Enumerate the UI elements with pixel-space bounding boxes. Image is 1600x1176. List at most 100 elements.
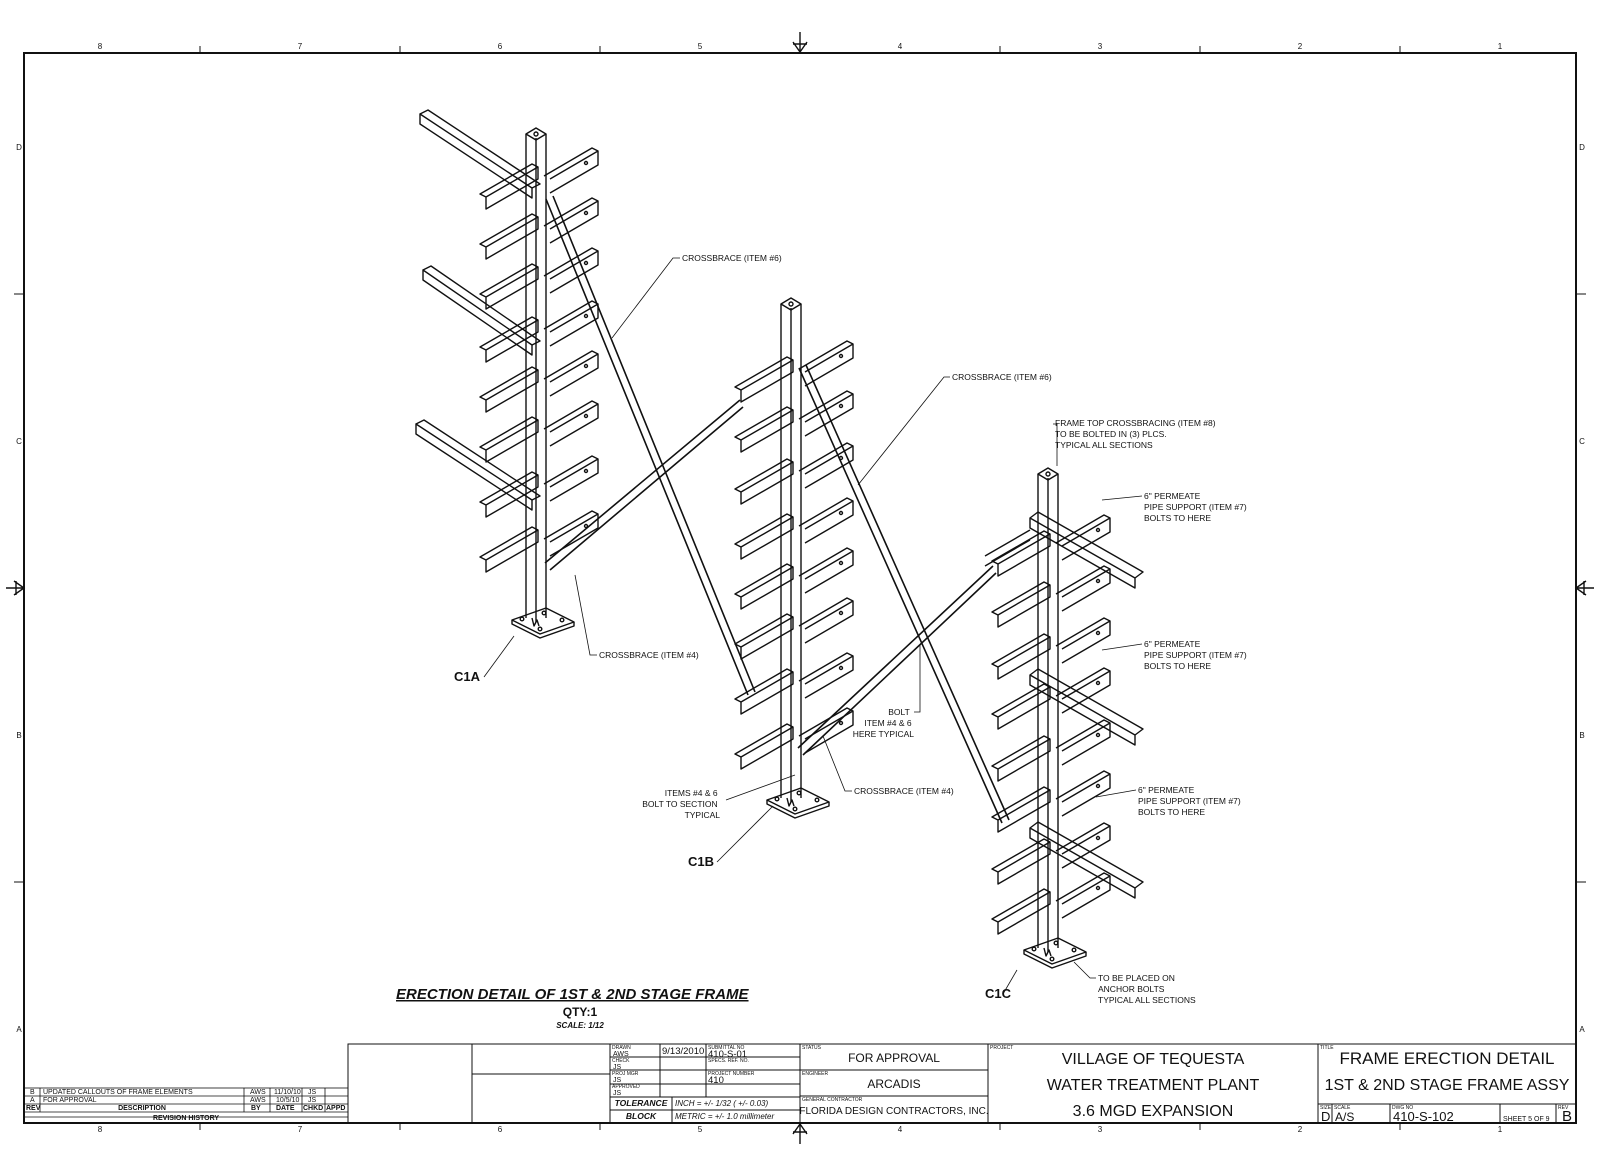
column-cap	[1037, 467, 1059, 481]
grid-column-label: 7	[298, 1125, 303, 1134]
rev-header-desc: DESCRIPTION	[118, 1105, 166, 1112]
rung-back	[1055, 565, 1111, 612]
tb-drawn-label: DRAWN	[612, 1045, 631, 1051]
tb-status: FOR APPROVAL	[848, 1051, 940, 1065]
rev-row-a-desc: FOR APPROVAL	[43, 1097, 97, 1104]
tb-title-line-1: FRAME ERECTION DETAIL	[1339, 1049, 1554, 1068]
callout-pipe-support-1: 6" PERMEATE PIPE SUPPORT (ITEM #7) BOLTS…	[1144, 491, 1249, 523]
grid-row-label: A	[16, 1025, 22, 1034]
tb-projnum: 410	[708, 1075, 724, 1086]
tb-engineer-label: ENGINEER	[802, 1071, 829, 1077]
callout-pipe-support-3: 6" PERMEATE PIPE SUPPORT (ITEM #7) BOLTS…	[1138, 785, 1243, 817]
tb-specs-label: SPECS. REF. NO.	[708, 1058, 749, 1064]
grid-column-label: 3	[1098, 1125, 1103, 1134]
rung-front	[734, 723, 794, 770]
rung-bolt-hole	[838, 403, 844, 409]
rung-front	[991, 786, 1051, 833]
rung-front	[734, 458, 794, 505]
rung-front	[991, 683, 1051, 730]
tb-approved: JS	[613, 1090, 622, 1097]
anchor-bolt-hole	[519, 616, 525, 622]
frame-structure	[415, 109, 1144, 969]
grid-marks	[14, 46, 1586, 1130]
column-c1b	[734, 297, 854, 819]
tb-submittal-label: SUBMITTAL NO	[708, 1045, 745, 1051]
tb-project-line-1: VILLAGE OF TEQUESTA	[1062, 1051, 1245, 1068]
rung-bolt-hole	[838, 610, 844, 616]
rung-front	[991, 530, 1051, 577]
callout-anchor: TO BE PLACED ON ANCHOR BOLTS TYPICAL ALL…	[1098, 973, 1196, 1005]
column-c1c	[991, 467, 1111, 969]
column-cap-hole	[788, 301, 794, 307]
rung-bolt-hole	[838, 720, 844, 726]
rev-header-date: DATE	[276, 1105, 295, 1112]
column-cap	[780, 297, 802, 311]
drawing-qty: QTY:1	[563, 1005, 598, 1019]
rung-front	[479, 316, 539, 363]
anchor-bolt-hole	[1049, 956, 1055, 962]
tb-rev-label: REV	[1558, 1105, 1569, 1111]
rung-bolt-hole	[583, 468, 589, 474]
tb-status-label: STATUS	[802, 1045, 822, 1051]
tb-projmgr-label: PROJ MGR	[612, 1071, 639, 1077]
rev-row-b-desc: UPDATED CALLOUTS OF FRAME ELEMENTS	[43, 1089, 193, 1096]
rung-front	[479, 263, 539, 310]
rung-bolt-hole	[1095, 578, 1101, 584]
rev-row-b-by: AWS	[250, 1089, 266, 1096]
rev-row-a-date: 10/5/10	[276, 1097, 299, 1104]
grid-column-label: 8	[98, 1125, 103, 1134]
anchor-bolt-hole	[537, 626, 543, 632]
callout-crossbrace-6-b: CROSSBRACE (ITEM #6)	[952, 372, 1052, 382]
rung-bolt-hole	[1095, 885, 1101, 891]
rung-bolt-hole	[838, 665, 844, 671]
grid-column-label: 5	[698, 1125, 703, 1134]
tb-project-line-2: WATER TREATMENT PLANT	[1047, 1077, 1260, 1094]
column-weld	[786, 797, 795, 807]
column-cap-hole	[533, 131, 539, 137]
rung-back	[543, 197, 599, 244]
anchor-bolt-hole	[796, 790, 802, 796]
rung-front	[734, 563, 794, 610]
rev-row-b-chkd: JS	[308, 1089, 317, 1096]
grid-column-label: 2	[1298, 42, 1303, 51]
grid-column-label: 3	[1098, 42, 1103, 51]
grid-row-label: B	[16, 731, 21, 740]
rung-bolt-hole	[1095, 732, 1101, 738]
rev-row-a-by: AWS	[250, 1097, 266, 1104]
anchor-bolt-hole	[1031, 946, 1037, 952]
column-weld	[1043, 947, 1052, 957]
crossbrace-item-4	[544, 399, 997, 756]
rung-front	[479, 163, 539, 210]
grid-column-label: 4	[898, 42, 903, 51]
column-shaft	[780, 304, 802, 802]
callout-crossbrace-4-b: CROSSBRACE (ITEM #4)	[854, 786, 954, 796]
rev-header-appd: APPD	[326, 1105, 345, 1112]
rung-back	[1055, 667, 1111, 714]
column-weld	[531, 617, 540, 627]
grid-row-label: C	[16, 437, 22, 446]
rung-back	[798, 652, 854, 699]
grid-column-label: 6	[498, 42, 503, 51]
callout-crossbrace-4-a: CROSSBRACE (ITEM #4)	[599, 650, 699, 660]
tb-date: 9/13/2010	[662, 1046, 704, 1057]
tb-scale-label: SCALE	[1334, 1105, 1351, 1111]
column-tag-c1b: C1B	[688, 854, 714, 869]
tb-tolerance-inch: INCH = +/- 1/32 ( +/- 0.03)	[675, 1099, 768, 1108]
rung-back	[798, 547, 854, 594]
anchor-bolt-hole	[1071, 947, 1077, 953]
drawing-scale: SCALE: 1/12	[556, 1021, 604, 1030]
anchor-bolt-hole	[774, 796, 780, 802]
grid-row-label: D	[16, 143, 22, 152]
rev-row-b-date: 11/10/10	[274, 1089, 301, 1096]
rung-back	[1055, 872, 1111, 919]
rung-front	[734, 513, 794, 560]
rung-back	[798, 442, 854, 489]
grid-column-label: 6	[498, 1125, 503, 1134]
rung-back	[1055, 822, 1111, 869]
rev-row-a-chkd: JS	[308, 1097, 317, 1104]
grid-column-label: 1	[1498, 1125, 1503, 1134]
rung-back	[798, 340, 854, 387]
rung-back	[1055, 617, 1111, 664]
rung-bolt-hole	[1095, 527, 1101, 533]
